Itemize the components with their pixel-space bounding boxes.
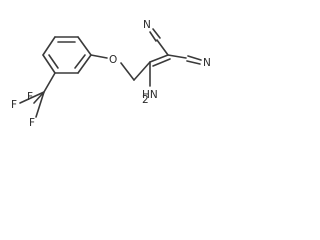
chemical-structure: O F F F N N HN 2 — [11, 19, 211, 129]
fluorine-label-left: F — [11, 99, 17, 111]
amino-n-label: N — [150, 89, 158, 101]
ring-bond — [42, 36, 56, 56]
alkene-double-bond-inner — [152, 58, 171, 67]
ring-double-bond — [48, 54, 59, 69]
ring-bond — [77, 36, 92, 56]
nitrile-triple-c — [187, 55, 202, 61]
nitrile-bond-top — [156, 39, 169, 56]
nitrile-triple-a — [152, 28, 161, 39]
ring-to-oxygen-bond — [90, 54, 108, 59]
ring-double-bond — [74, 54, 86, 69]
c-f-bond-bottom — [35, 91, 45, 118]
nitrile-triple-d — [186, 60, 201, 65]
nitrogen-label-top: N — [143, 19, 151, 31]
nitrile-bond-right — [167, 54, 187, 59]
benzene-ring — [42, 36, 92, 74]
c-f-bond-left — [19, 91, 45, 104]
amino-group-label: HN — [142, 89, 158, 101]
ring-bond — [42, 54, 56, 74]
amino-h-label: H — [142, 89, 150, 101]
oxygen-to-ch2-bond — [120, 62, 135, 81]
nitrile-triple-b — [149, 31, 157, 42]
nitrogen-label-right: N — [203, 57, 211, 69]
oxygen-label: O — [109, 54, 117, 66]
ring-bond — [77, 54, 92, 74]
amino-subscript: 2 — [142, 94, 149, 106]
ch2-to-alkene-bond — [133, 61, 151, 81]
c-f-bond-top — [33, 91, 45, 104]
ring-to-cf3-bond — [43, 72, 56, 93]
alkene-double-bond — [149, 54, 169, 63]
fluorine-label-top: F — [27, 91, 33, 103]
fluorine-label-bottom: F — [29, 117, 35, 129]
